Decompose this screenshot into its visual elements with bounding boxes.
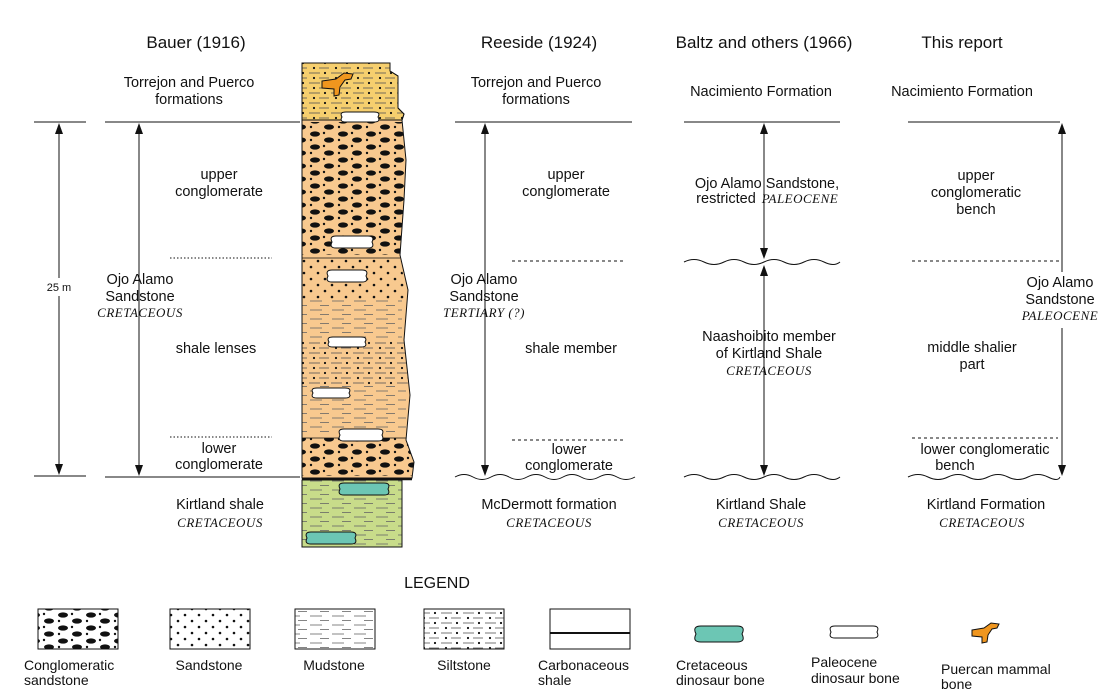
bauer-age: CRETACEOUS [97,305,183,320]
this-report-column: Nacimiento Formation upper conglomeratic… [891,84,1098,530]
header-baltz: Baltz and others (1966) [676,33,853,52]
legend-sandstone-label: Sandstone [176,657,243,673]
paleocene-bone-icon [829,625,879,639]
legend-cretaceous-bone-line1: Cretaceous [676,657,748,673]
legend-conglomeratic-line2: sandstone [24,672,89,688]
reeside-top-unit-line2: formations [502,92,570,108]
legend-paleocene-bone-line1: Paleocene [811,654,877,670]
legend-cretaceous-bone-line2: dinosaur bone [676,672,765,688]
legend-siltstone: Siltstone [423,608,505,673]
bauer-formation-line2: Sandstone [105,289,174,305]
reeside-base: McDermott formation [481,497,616,513]
bauer-formation-line1: Ojo Alamo [107,272,174,288]
legend-sandstone: Sandstone [169,608,251,673]
header-this-report: This report [921,33,1003,52]
this-report-middle-line2: part [960,357,985,373]
bauer-lower-line2: conglomerate [175,457,263,473]
this-report-lower-line1: lower conglomeratic [921,442,1050,458]
paleocene-bones [311,111,384,442]
puercan-bone-icon [971,622,1000,644]
legend-puercan-line2: bone [941,676,972,692]
reeside-age: TERTIARY (?) [443,305,525,320]
baltz-upper-age: PALEOCENE [761,191,839,206]
baltz-middle-line2: of Kirtland Shale [716,346,822,362]
cretaceous-bone-icon [694,625,744,643]
baltz-upper-line1: Ojo Alamo Sandstone, [695,176,839,192]
baltz-top-unit: Nacimiento Formation [690,84,832,100]
bauer-column: Torrejon and Puerco formations upper con… [97,75,300,530]
this-report-formation-line2: Sandstone [1025,292,1094,308]
baltz-base: Kirtland Shale [716,497,806,513]
legend-title: LEGEND [404,575,470,592]
this-report-upper-line2: conglomeratic [931,185,1021,201]
header-reeside: Reeside (1924) [481,33,597,52]
reeside-lower-line2: conglomerate [525,458,613,474]
reeside-top-unit-line1: Torrejon and Puerco [471,75,602,91]
legend-puercan-line1: Puercan mammal [941,661,1051,677]
reeside-formation-line1: Ojo Alamo [451,272,518,288]
bauer-top-unit-line1: Torrejon and Puerco [124,75,255,91]
this-report-lower-line2: bench [935,458,975,474]
legend-mudstone-label: Mudstone [303,657,365,673]
baltz-middle-line1: Naashoibito member [702,329,836,345]
reeside-lower-line1: lower [552,442,587,458]
this-report-upper-line3: bench [956,202,996,218]
scale-bar: 25 m [34,121,86,477]
legend-paleocene-bone: Paleocene dinosaur bone [811,625,900,686]
reeside-column: Torrejon and Puerco formations upper con… [443,75,636,530]
legend-mudstone: Mudstone [294,608,376,673]
this-report-top-unit: Nacimiento Formation [891,84,1033,100]
legend-carbonaceous-line1: Carbonaceous [538,657,629,673]
legend-siltstone-label: Siltstone [437,657,491,673]
reeside-upper-line2: conglomerate [522,184,610,200]
bauer-upper-line2: conglomerate [175,184,263,200]
reeside-base-age: CRETACEOUS [506,515,592,530]
bauer-top-unit-line2: formations [155,92,223,108]
lithologic-column [301,62,415,548]
baltz-column: Nacimiento Formation Ojo Alamo Sandstone… [683,84,841,530]
scale-label: 25 m [47,282,71,294]
bauer-base-age: CRETACEOUS [177,515,263,530]
cretaceous-bones [305,482,390,545]
legend-conglomeratic-line1: Conglomeratic [24,657,114,673]
legend-cretaceous-bone: Cretaceous dinosaur bone [676,625,765,688]
legend-carbonaceous-line2: shale [538,672,572,688]
legend-carbonaceous-shale: Carbonaceous shale [538,608,631,688]
baltz-middle-age: CRETACEOUS [726,363,812,378]
baltz-upper-line2: restricted [696,191,756,207]
baltz-base-age: CRETACEOUS [718,515,804,530]
this-report-base-age: CRETACEOUS [939,515,1025,530]
reeside-upper-line1: upper [547,167,584,183]
bauer-shale: shale lenses [176,341,257,357]
this-report-upper-line1: upper [957,168,994,184]
header-bauer: Bauer (1916) [146,33,245,52]
bauer-base: Kirtland shale [176,497,264,513]
legend-paleocene-bone-line2: dinosaur bone [811,670,900,686]
puercan-bone [321,72,354,97]
legend: LEGEND Conglomeratic sandstone Sandstone… [24,575,1051,692]
bauer-lower-line1: lower [202,441,237,457]
bauer-upper-line1: upper [200,167,237,183]
this-report-base: Kirtland Formation [927,497,1045,513]
reeside-shale: shale member [525,341,617,357]
legend-puercan-bone: Puercan mammal bone [941,622,1051,692]
this-report-middle-line1: middle shalier [927,340,1017,356]
reeside-formation-line2: Sandstone [449,289,518,305]
this-report-formation-line1: Ojo Alamo [1027,275,1094,291]
legend-conglomeratic-sandstone: Conglomeratic sandstone [24,608,119,688]
this-report-age: PALEOCENE [1021,308,1099,323]
